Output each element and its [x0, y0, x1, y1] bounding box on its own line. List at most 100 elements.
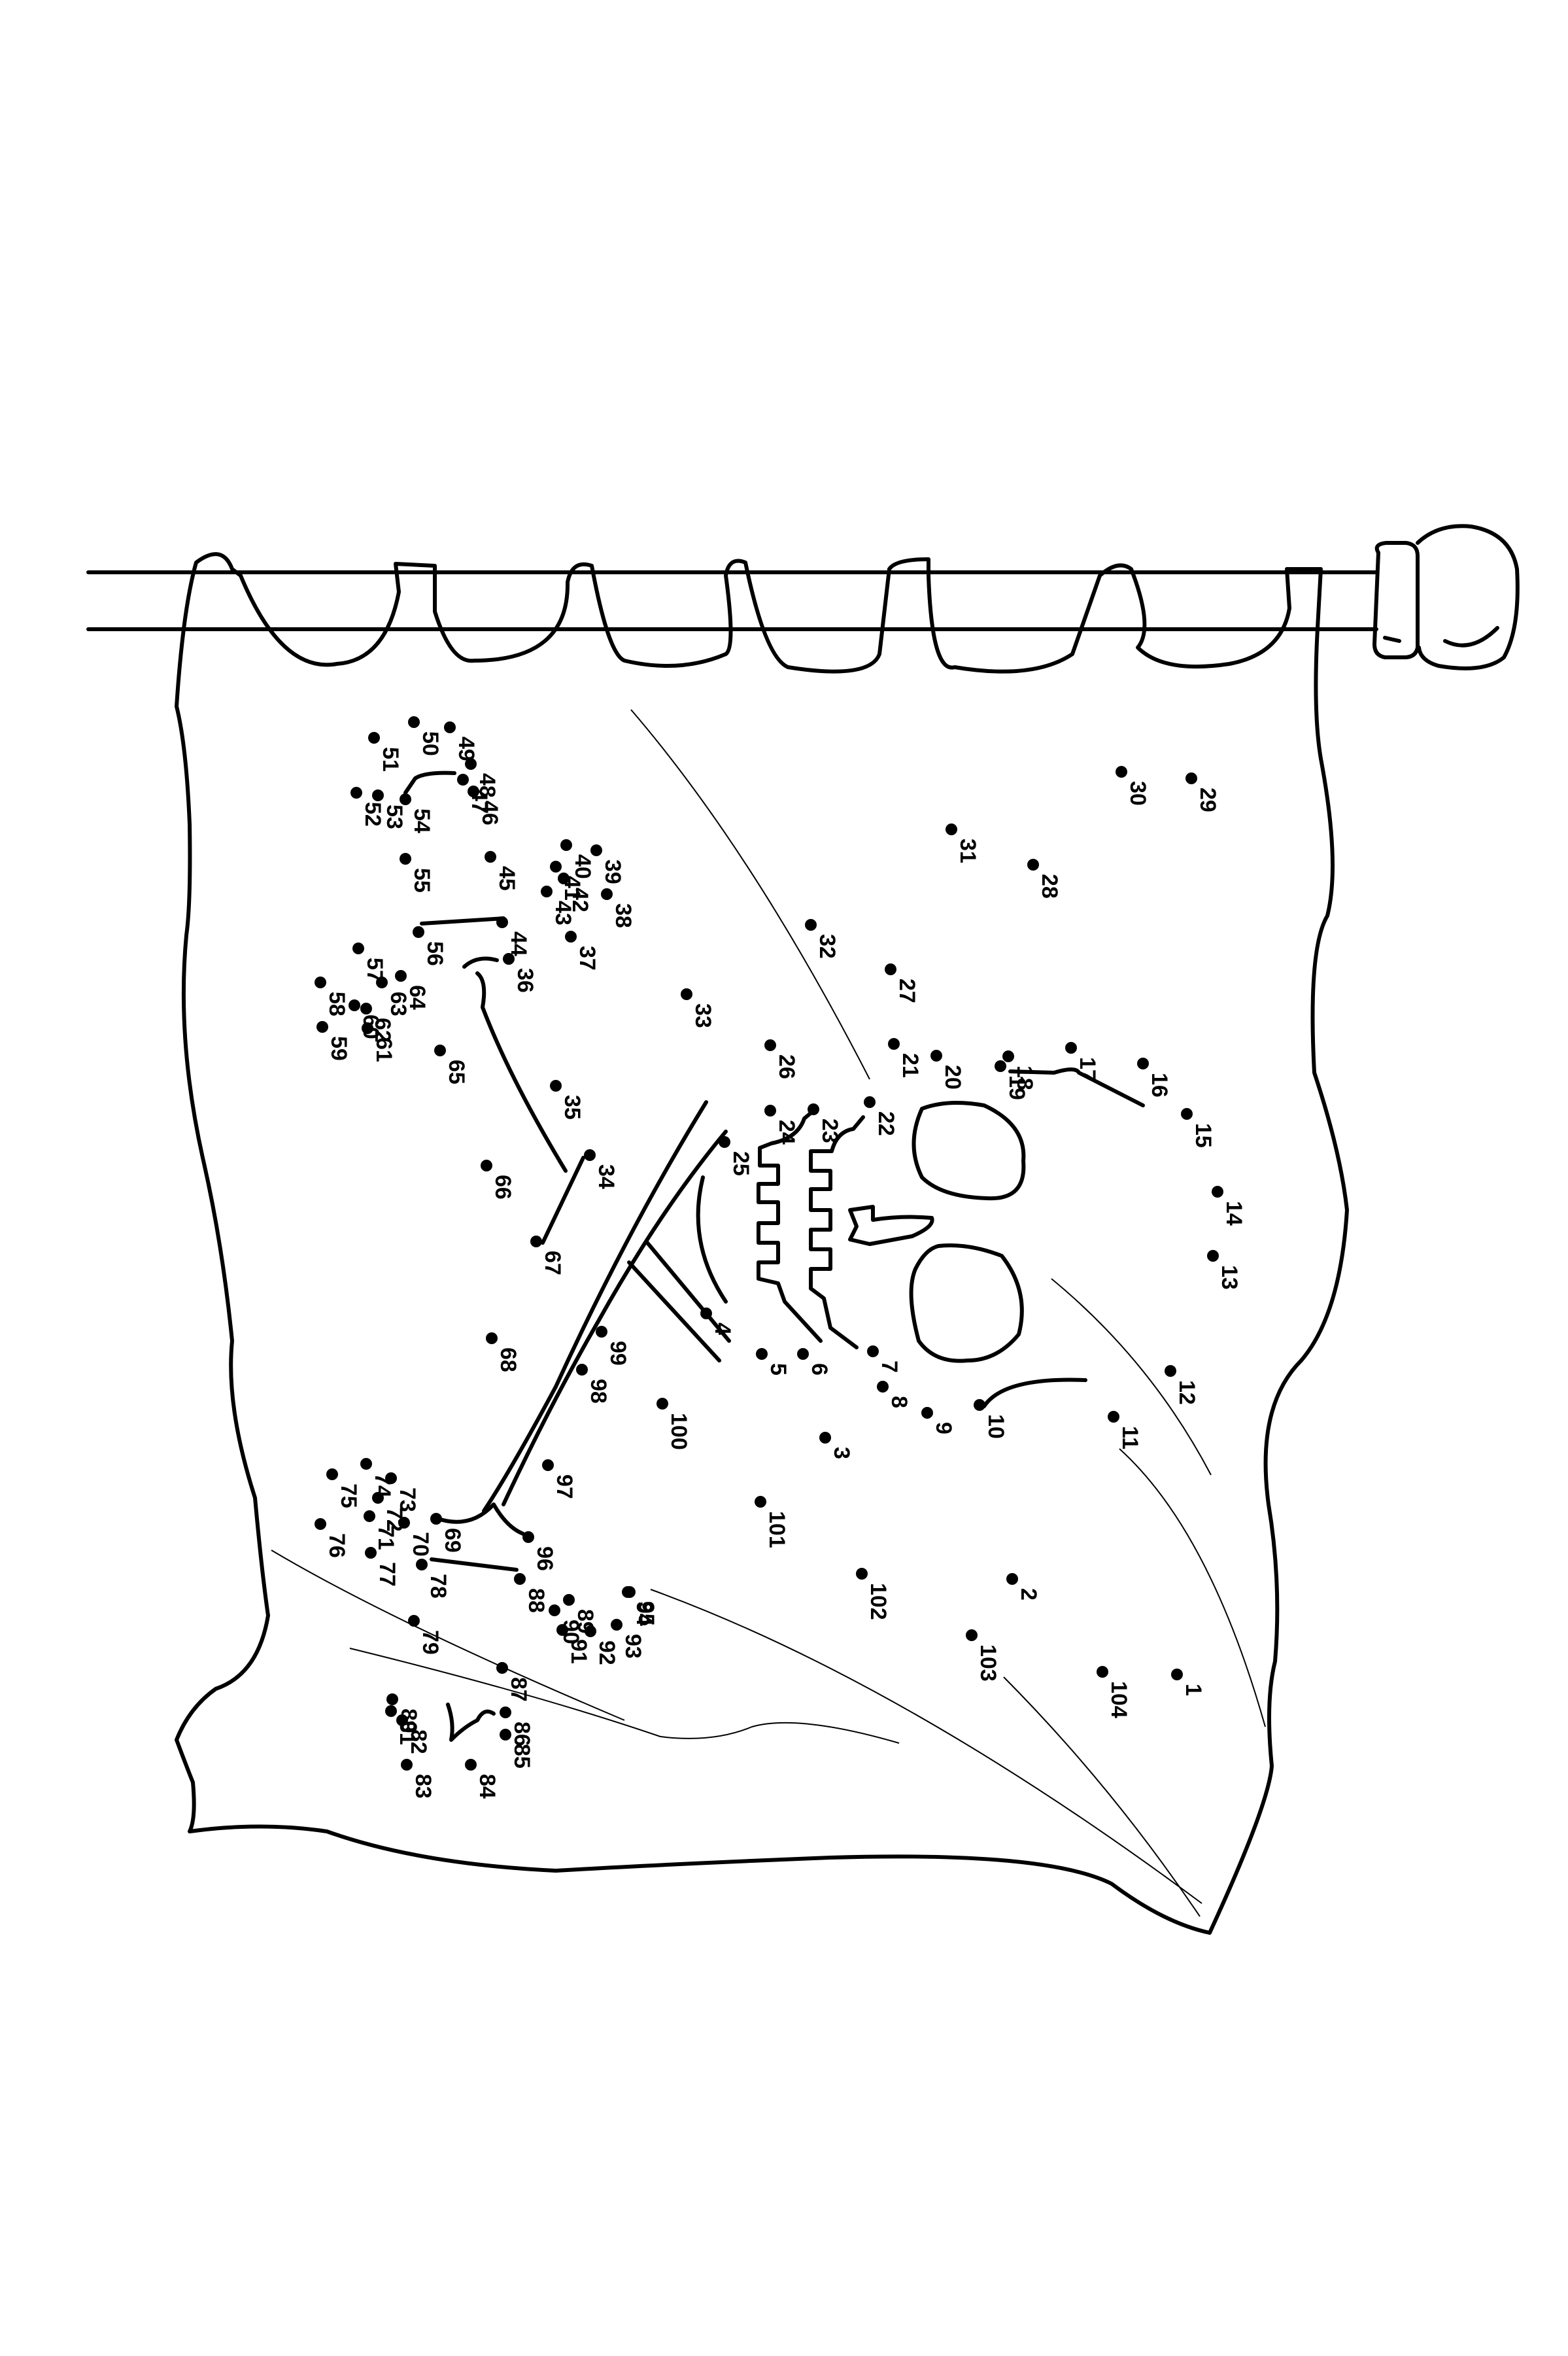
dot-marker: [486, 1332, 498, 1344]
dot-number: 70: [408, 1532, 433, 1557]
dot-marker: [360, 1003, 372, 1014]
numbered-dot: 65: [434, 1045, 469, 1084]
dot-marker: [465, 758, 477, 770]
dot-marker: [503, 953, 515, 965]
dot-number: 5: [766, 1363, 791, 1376]
dot-marker: [416, 1559, 428, 1570]
numbered-dot: 73: [385, 1472, 420, 1512]
numbered-dot: 28: [1027, 859, 1062, 899]
fold-line: [650, 1589, 1202, 1904]
numbered-dot: 54: [400, 793, 434, 833]
dot-number: 23: [817, 1118, 842, 1143]
dot-number: 15: [1191, 1123, 1216, 1148]
dot-marker: [921, 1407, 933, 1419]
dot-number: 9: [931, 1422, 956, 1434]
dot-marker: [681, 988, 692, 1000]
dot-number: 2: [1016, 1588, 1041, 1601]
numbered-dot: 95: [624, 1586, 658, 1626]
dot-number: 11: [1117, 1426, 1142, 1449]
crossbone-sliver: [696, 1175, 728, 1304]
numbered-dot: 2: [1006, 1573, 1041, 1601]
dot-marker: [496, 1662, 508, 1674]
fold-line: [349, 1648, 900, 1744]
numbered-dot: 32: [805, 919, 840, 959]
skull-teeth: [757, 1107, 823, 1343]
dot-number: 52: [360, 802, 385, 827]
numbered-dot: 77: [365, 1547, 400, 1587]
dot-number: 20: [940, 1065, 965, 1090]
numbered-dot: 42: [558, 873, 592, 912]
dot-number: 72: [382, 1507, 407, 1532]
dot-marker: [376, 977, 388, 988]
dot-number: 73: [395, 1487, 420, 1512]
numbered-dot: 27: [885, 963, 919, 1003]
dot-marker: [805, 919, 817, 931]
numbered-dot: 82: [396, 1714, 431, 1754]
numbered-dot: 24: [764, 1105, 799, 1145]
dot-marker: [514, 1573, 526, 1585]
dot-number: 79: [418, 1630, 443, 1655]
numbered-dot: 18: [1002, 1050, 1037, 1090]
skull-jaw: [1008, 1067, 1145, 1107]
curtain-panel: [175, 552, 1349, 1935]
dot-number: 82: [406, 1729, 431, 1754]
dot-number: 44: [506, 931, 531, 956]
dot-marker: [1116, 766, 1127, 778]
dot-marker: [1207, 1250, 1219, 1262]
numbered-dot: 13: [1207, 1250, 1242, 1290]
dot-number: 99: [605, 1341, 630, 1366]
dot-marker: [1171, 1669, 1183, 1680]
dot-number: 40: [570, 854, 595, 879]
dot-marker: [485, 851, 496, 863]
numbered-dot: 5: [756, 1348, 791, 1376]
dot-marker: [385, 1705, 397, 1717]
dot-number: 96: [532, 1546, 557, 1571]
numbered-dot: 35: [550, 1080, 585, 1120]
dot-number: 46: [477, 801, 502, 825]
numbered-dot: 102: [856, 1568, 891, 1620]
dot-marker: [756, 1348, 768, 1360]
dot-marker: [930, 1050, 942, 1062]
dot-number: 32: [815, 934, 840, 959]
dot-number: 45: [494, 866, 519, 891]
dot-marker: [1212, 1186, 1223, 1198]
numbered-dot: 1: [1171, 1669, 1206, 1696]
dot-marker: [550, 861, 562, 873]
dot-number: 54: [409, 808, 434, 833]
dot-marker: [398, 1517, 410, 1529]
dot-number: 94: [632, 1601, 656, 1626]
dot-marker: [656, 1398, 668, 1410]
dot-marker: [590, 844, 602, 856]
dot-marker: [867, 1345, 879, 1357]
numbered-dot: 78: [416, 1559, 451, 1599]
numbered-dot: 58: [315, 977, 349, 1016]
numbered-dot: 49: [444, 721, 479, 761]
finial-mark: [1383, 626, 1499, 648]
fold-line: [630, 709, 870, 1080]
dot-marker: [496, 916, 508, 928]
dot-marker: [372, 1492, 384, 1504]
dot-marker: [596, 1326, 607, 1338]
dot-number: 37: [575, 946, 600, 971]
dot-marker: [522, 1531, 534, 1543]
numbered-dot: 52: [350, 787, 385, 827]
dot-number: 14: [1221, 1201, 1246, 1226]
numbered-dot: 50: [408, 716, 443, 756]
numbered-dot: 44: [496, 916, 531, 956]
dot-marker: [368, 732, 380, 744]
fold-line: [1119, 1448, 1266, 1727]
numbered-dot: 72: [372, 1492, 407, 1532]
dot-marker: [550, 1080, 562, 1092]
numbered-dot: 16: [1137, 1058, 1172, 1098]
numbered-dot: 12: [1165, 1365, 1199, 1405]
dot-number: 26: [774, 1054, 799, 1079]
dot-number: 76: [324, 1533, 349, 1558]
numbered-dot: 26: [764, 1039, 799, 1079]
dot-number: 68: [496, 1347, 520, 1372]
dot-marker: [395, 970, 407, 982]
bone-end: [446, 1703, 496, 1742]
numbered-dot: 88: [514, 1573, 549, 1613]
dot-number: 93: [621, 1634, 645, 1659]
